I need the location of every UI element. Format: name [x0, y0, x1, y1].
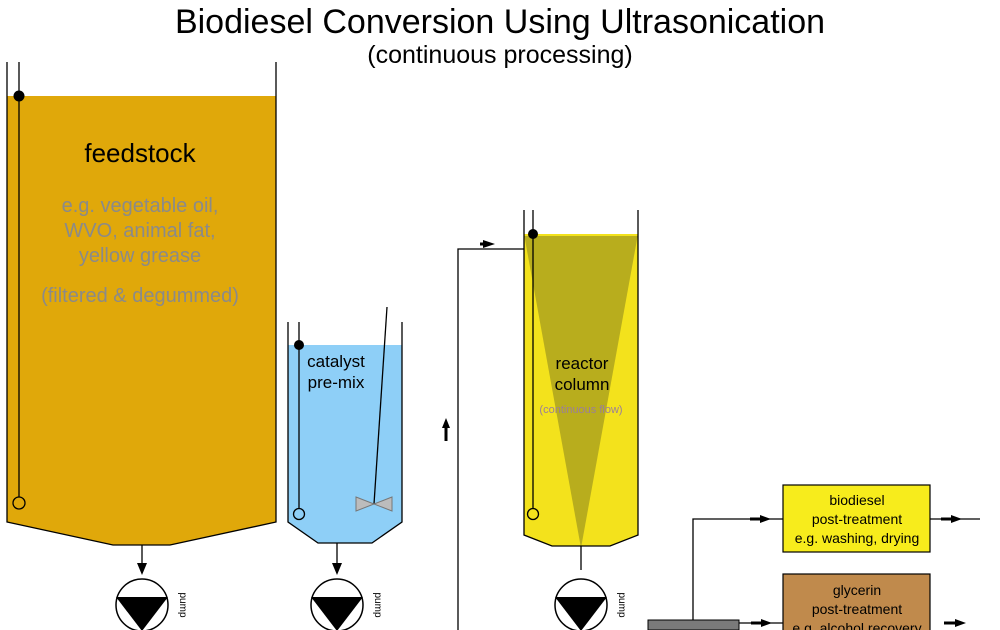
feedstock-tank: feedstock e.g. vegetable oil, WVO, anima… — [6, 62, 277, 546]
diagram-subtitle: (continuous processing) — [367, 41, 632, 69]
glycerin-box-line-2: post-treatment — [812, 601, 902, 617]
feedstock-sensor-low — [12, 496, 26, 510]
catalyst-liquid — [288, 345, 402, 543]
pump-reactor: pump — [554, 578, 627, 630]
biodiesel-post-treatment-box: biodiesel post-treatment e.g. washing, d… — [782, 484, 931, 553]
flow-arrow-right-icon — [955, 619, 966, 627]
mixer-shaft — [373, 306, 388, 505]
glycerin-box-line-1: glycerin — [833, 582, 881, 598]
separator-tank — [647, 619, 740, 630]
feedstock-sensor-high — [13, 90, 25, 102]
catalyst-label-2: pre-mix — [308, 373, 365, 392]
feedstock-note: (filtered & degummed) — [41, 285, 239, 307]
flow-arrow-right-icon — [760, 515, 771, 523]
feedstock-liquid — [7, 96, 276, 545]
pump-feedstock: pump — [115, 578, 188, 630]
glycerin-box-bg — [782, 573, 931, 630]
catalyst-tank-wall — [287, 322, 403, 544]
feedstock-label: feedstock — [84, 138, 196, 168]
flow-arrow-down-icon — [137, 563, 147, 575]
reactor-label-1: reactor — [556, 354, 609, 373]
reactor-note: (continuous flow) — [539, 404, 622, 416]
mixer-impeller-icon — [355, 496, 393, 512]
catalyst-sensor-low — [292, 507, 306, 521]
reactor-ultrasonic-cone — [524, 236, 638, 546]
glycerin-post-treatment-box: glycerin post-treatment e.g. alcohol rec… — [782, 573, 931, 630]
pump-label: pump — [616, 592, 627, 617]
catalyst-label-1: catalyst — [307, 352, 365, 371]
reactor-sensor-low — [526, 507, 540, 521]
diagram-title: Biodiesel Conversion Using Ultrasonicati… — [175, 3, 825, 41]
flow-arrow-right-icon — [483, 240, 495, 248]
pump-label: pump — [177, 592, 188, 617]
feedstock-example-3: yellow grease — [79, 245, 201, 267]
reactor-sensor-high — [528, 229, 538, 239]
flow-arrow-up-icon — [442, 418, 450, 428]
biodiesel-box-line-1: biodiesel — [829, 492, 884, 508]
biodiesel-box-bg — [782, 484, 931, 553]
pump-catalyst: pump — [310, 578, 383, 630]
piping — [137, 240, 980, 630]
flow-arrow-right-icon — [761, 619, 772, 627]
reactor-label-2: column — [555, 375, 610, 394]
catalyst-tank: catalyst pre-mix — [287, 306, 403, 544]
flow-arrow-right-icon — [951, 515, 962, 523]
glycerin-box-line-3: e.g. alcohol recovery — [792, 620, 921, 630]
reactor-column: reactor column (continuous flow) — [523, 210, 639, 547]
flow-arrow-down-icon — [332, 563, 342, 575]
feedstock-example-2: WVO, animal fat, — [64, 220, 215, 242]
pump-label: pump — [372, 592, 383, 617]
feedstock-example-1: e.g. vegetable oil, — [62, 195, 219, 217]
biodiesel-box-line-3: e.g. washing, drying — [795, 530, 920, 546]
biodiesel-box-line-2: post-treatment — [812, 511, 902, 527]
catalyst-sensor-high — [294, 340, 304, 350]
